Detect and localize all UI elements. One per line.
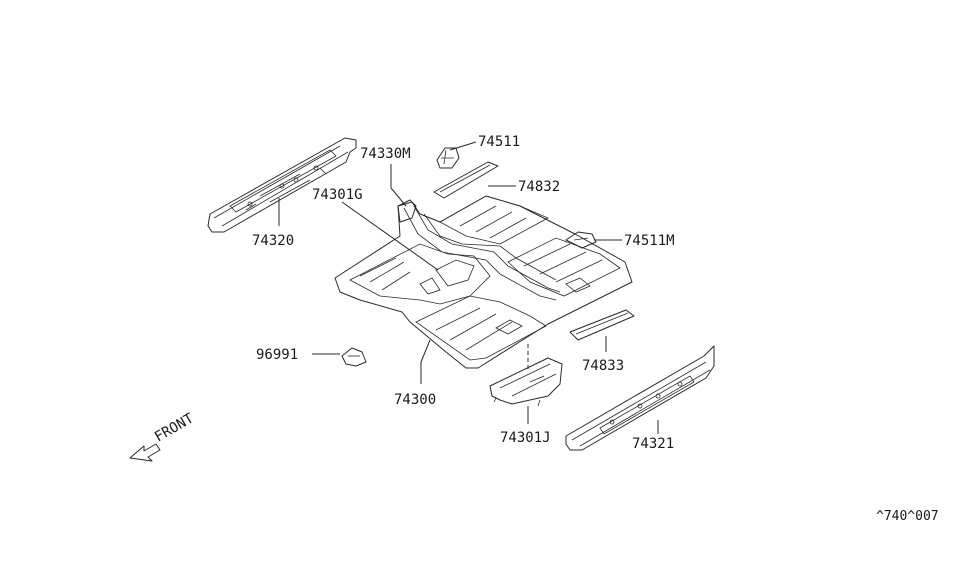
label-74832: 74832	[518, 179, 560, 195]
part-74511-bracket	[436, 147, 460, 169]
label-74300: 74300	[394, 392, 436, 408]
part-74832-crossmember	[433, 161, 499, 199]
label-74301J: 74301J	[500, 430, 551, 446]
label-74301G: 74301G	[312, 187, 363, 203]
label-74330M: 74330M	[360, 146, 411, 162]
part-74511M-bracket	[565, 231, 597, 249]
label-96991: 96991	[256, 347, 298, 363]
front-arrow	[129, 443, 161, 462]
leader-lines	[278, 141, 659, 434]
part-74300-floor-pan	[334, 195, 633, 369]
part-96991-clip	[341, 347, 367, 367]
diagram-code: ^740^007	[876, 509, 939, 524]
part-74301J-bracket	[489, 357, 563, 407]
front-label: FRONT	[152, 410, 197, 445]
part-74833-crossmember	[569, 309, 635, 341]
part-74320-side-sill	[207, 137, 357, 233]
label-74511: 74511	[478, 134, 520, 150]
label-74511M: 74511M	[624, 233, 675, 249]
label-74320: 74320	[252, 233, 294, 249]
label-74321: 74321	[632, 436, 674, 452]
label-74833: 74833	[582, 358, 624, 374]
part-74321-side-sill	[565, 345, 715, 451]
